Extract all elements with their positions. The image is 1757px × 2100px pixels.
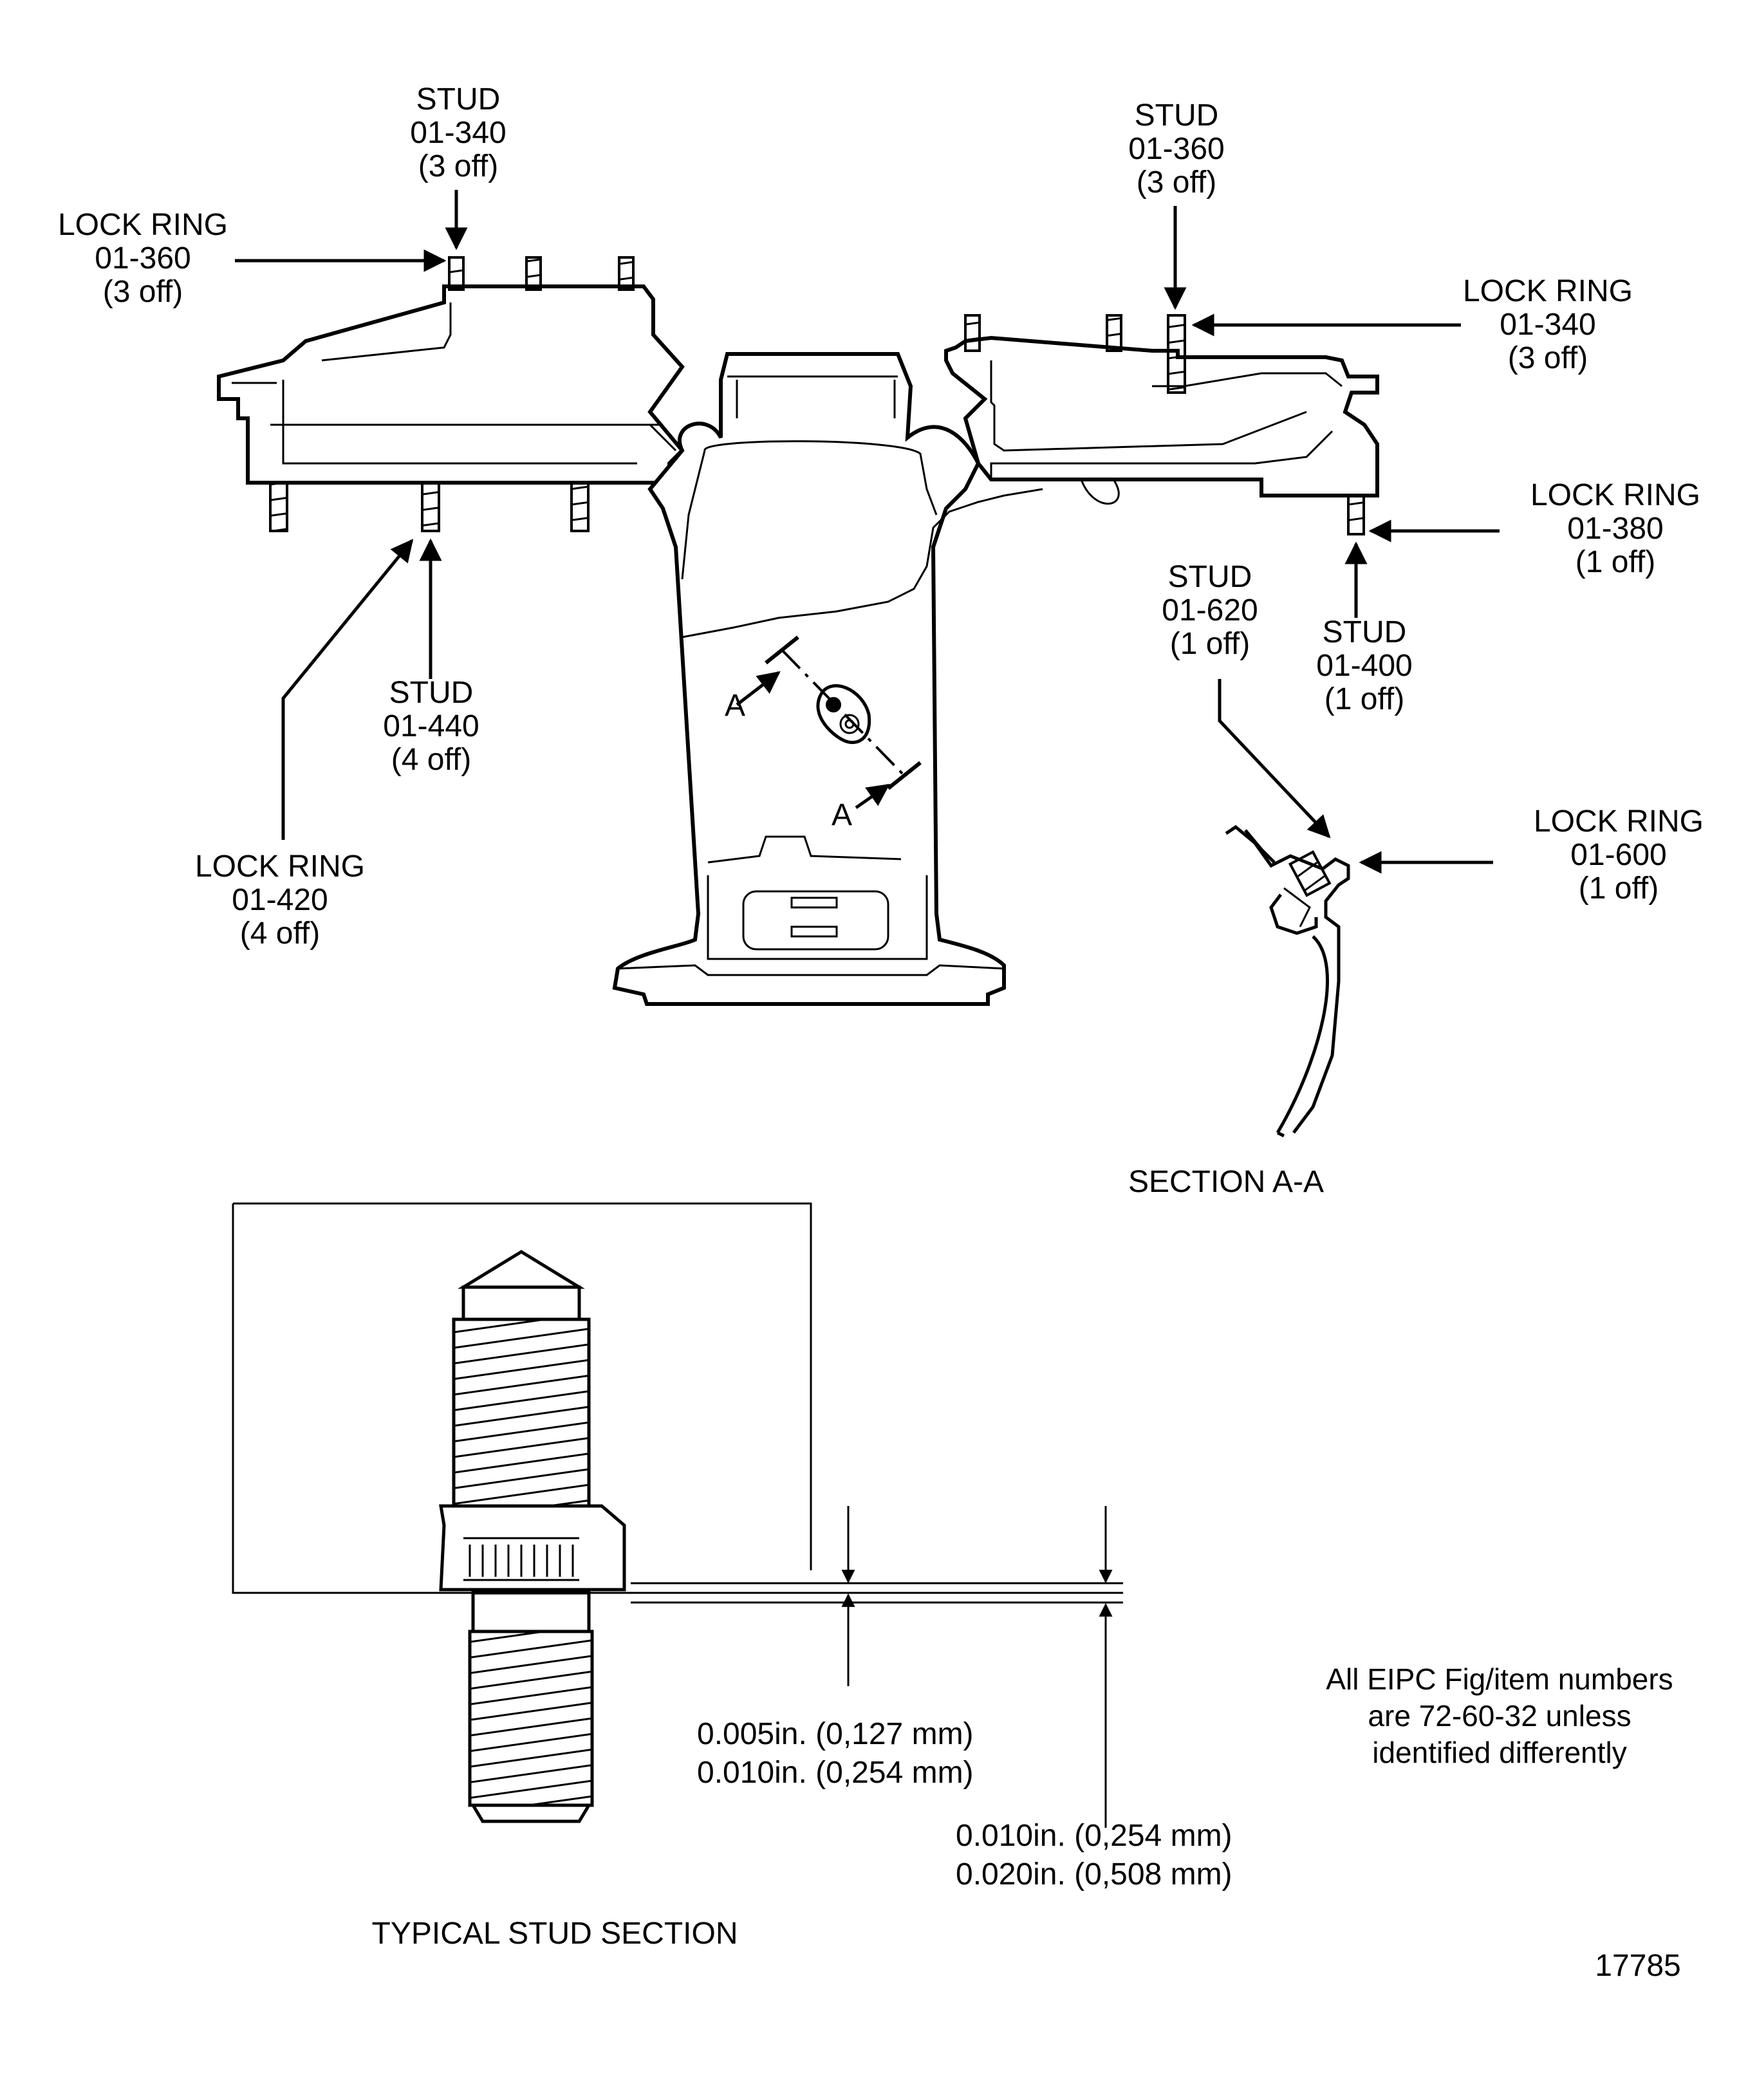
casing-assembly-drawing — [217, 256, 1379, 1006]
callout-lockring-01-380: LOCK RING 01-380 (1 off) — [1530, 478, 1700, 579]
callout-number: 01-380 — [1567, 512, 1663, 546]
left-flange-arm — [217, 284, 685, 485]
callout-number: 01-400 — [1316, 649, 1412, 683]
callout-name: LOCK RING — [1530, 478, 1700, 512]
break-line — [682, 488, 1043, 638]
callout-stud-01-340: STUD 01-340 (3 off) — [410, 82, 506, 183]
callout-number: 01-340 — [410, 116, 506, 150]
callout-qty: (1 off) — [1576, 545, 1656, 579]
left-bottom-studs — [269, 481, 590, 532]
callout-qty: (1 off) — [1325, 682, 1405, 716]
dimension-max: 0.010in. (0,254 mm) — [697, 1756, 974, 1790]
callout-lockring-01-600: LOCK RING 01-600 (1 off) — [1534, 804, 1704, 906]
callout-number: 01-360 — [95, 241, 191, 275]
dimension-min: 0.005in. (0,127 mm) — [697, 1717, 974, 1751]
callout-name: LOCK RING — [1463, 274, 1633, 308]
callout-qty: (3 off) — [418, 149, 499, 183]
callout-qty: (4 off) — [240, 916, 321, 951]
section-aa-detail — [1225, 824, 1350, 1138]
section-aa-title: SECTION A-A — [1128, 1165, 1324, 1199]
callout-number: 01-360 — [1128, 132, 1224, 166]
section-boss — [816, 684, 871, 745]
section-mark-upper: A — [725, 689, 745, 723]
callout-name: STUD — [416, 82, 501, 116]
callout-stud-01-440: STUD 01-440 (4 off) — [383, 676, 479, 777]
callout-qty: (3 off) — [1137, 165, 1217, 200]
callout-name: STUD — [389, 676, 474, 710]
callout-name: LOCK RING — [195, 850, 365, 884]
right-flange-arm — [944, 335, 1379, 497]
dimension-lockring: 0.005in. (0,127 mm) 0.010in. (0,254 mm) — [697, 1717, 974, 1790]
callout-name: STUD — [1323, 615, 1407, 649]
note-line-1: All EIPC Fig/item numbers — [1326, 1662, 1673, 1696]
callout-stud-01-620: STUD 01-620 (1 off) — [1162, 560, 1258, 661]
callout-name: LOCK RING — [1534, 804, 1704, 839]
note-line-2: are 72-60-32 unless — [1368, 1699, 1631, 1733]
callout-name: STUD — [1135, 98, 1219, 133]
right-bottom-stud — [1347, 494, 1365, 535]
dimension-min: 0.010in. (0,254 mm) — [956, 1819, 1232, 1853]
callout-lockring-01-340: LOCK RING 01-340 (3 off) — [1463, 274, 1633, 375]
stud-section-title: TYPICAL STUD SECTION — [372, 1917, 738, 1951]
dimension-max: 0.020in. (0,508 mm) — [956, 1857, 1232, 1891]
callout-qty: (1 off) — [1170, 627, 1250, 661]
callout-qty: (4 off) — [391, 743, 472, 777]
figure-number: 17785 — [1595, 1949, 1680, 1983]
callout-stud-01-400: STUD 01-400 (1 off) — [1316, 615, 1412, 716]
lockring-serrations — [469, 1545, 574, 1577]
callout-number: 01-440 — [383, 709, 479, 743]
callout-name: STUD — [1168, 560, 1252, 594]
callout-qty: (1 off) — [1579, 871, 1659, 906]
callout-number: 01-340 — [1500, 308, 1595, 342]
right-top-studs — [964, 314, 1186, 394]
dimension-stud: 0.010in. (0,254 mm) 0.020in. (0,508 mm) — [956, 1819, 1232, 1891]
lower-window — [742, 890, 889, 951]
callout-number: 01-600 — [1570, 838, 1666, 872]
section-line — [781, 649, 906, 777]
callout-lockring-01-360: LOCK RING 01-360 (3 off) — [58, 208, 228, 309]
callout-lockring-01-420: LOCK RING 01-420 (4 off) — [195, 850, 365, 951]
eipc-note: All EIPC Fig/item numbers are 72-60-32 u… — [1326, 1662, 1673, 1769]
central-strut — [612, 352, 1006, 1006]
callout-qty: (3 off) — [103, 275, 183, 309]
callout-stud-01-360: STUD 01-360 (3 off) — [1128, 98, 1224, 200]
callout-number: 01-420 — [232, 883, 328, 917]
leader-lines — [235, 190, 1500, 1828]
callout-name: LOCK RING — [58, 208, 228, 242]
left-top-studs — [448, 256, 635, 291]
typical-stud-section — [232, 1202, 1123, 1823]
callout-qty: (3 off) — [1508, 341, 1588, 375]
callout-number: 01-620 — [1162, 593, 1258, 627]
section-mark-lower: A — [832, 798, 852, 832]
note-line-3: identified differently — [1372, 1736, 1627, 1769]
